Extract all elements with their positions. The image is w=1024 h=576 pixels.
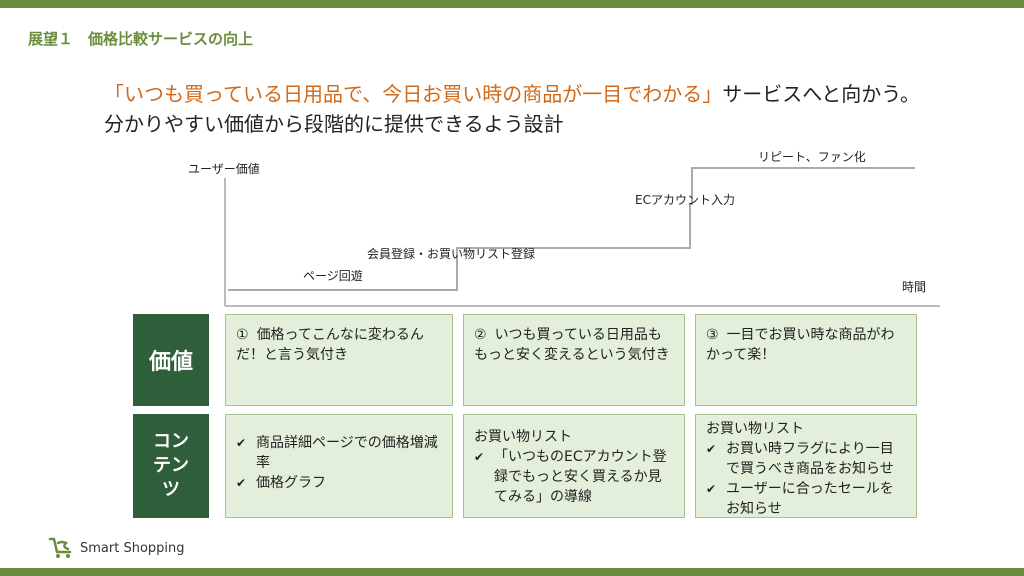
headline-subtitle: 分かりやすい価値から段階的に提供できるよう設計 xyxy=(104,112,564,136)
x-axis-label: 時間 xyxy=(902,280,926,294)
brand-name: Smart Shopping xyxy=(80,540,185,556)
headline-highlight: 「いつも買っている日用品で、今日お買い時の商品が一目でわかる」 xyxy=(104,82,723,106)
content-cell-2: お買い物リスト 「いつものECアカウント登録でもっと安く買えるか見てみる」の導線 xyxy=(463,414,685,518)
staircase-line xyxy=(228,167,915,291)
value-cell-number: ③ xyxy=(706,327,719,343)
content-cell-3: お買い物リスト お買い時フラグにより一目で買うべき商品をお知らせ ユーザーに合っ… xyxy=(695,414,917,518)
step-label-2: 会員登録・お買い物リスト登録 xyxy=(367,246,535,261)
step-label-1: ページ回遊 xyxy=(303,268,363,283)
row-label-contents: コンテンツ xyxy=(133,414,209,518)
content-item: 価格グラフ xyxy=(236,473,442,493)
headline: 「いつも買っている日用品で、今日お買い時の商品が一目でわかる」サービスへと向かう… xyxy=(104,80,920,108)
headline-rest: サービスへと向かう。 xyxy=(722,82,921,106)
bottom-accent-bar xyxy=(0,568,1024,576)
brand-logo: Smart Shopping xyxy=(48,536,185,560)
top-accent-bar xyxy=(0,0,1024,8)
y-axis-label: ユーザー価値 xyxy=(188,161,260,176)
smart-shopping-cart-logo-icon xyxy=(48,537,72,558)
value-cell-text: 一目でお買い時な商品がわかって楽！ xyxy=(706,327,895,363)
content-heading: お買い物リスト xyxy=(706,421,804,437)
content-list: お買い時フラグにより一目で買うべき商品をお知らせ ユーザーに合ったセールをお知ら… xyxy=(706,439,906,517)
value-cell-text: 価格ってこんなに変わるんだ！と言う気付き xyxy=(236,327,424,363)
section-title: 展望１ 価格比較サービスの向上 xyxy=(28,30,254,48)
step-label-3: ECアカウント入力 xyxy=(635,193,735,207)
content-heading: お買い物リスト xyxy=(474,429,572,445)
row-label-value: 価値 xyxy=(133,314,209,406)
content-list: 「いつものECアカウント登録でもっと安く買えるか見てみる」の導線 xyxy=(474,447,674,507)
content-cell-1: 商品詳細ページでの価格増減率 価格グラフ xyxy=(225,414,453,518)
value-cell-number: ① xyxy=(236,327,249,343)
content-list: 商品詳細ページでの価格増減率 価格グラフ xyxy=(236,433,442,493)
content-item: お買い時フラグにより一目で買うべき商品をお知らせ xyxy=(706,439,906,479)
content-item: ユーザーに合ったセールをお知らせ xyxy=(706,479,906,517)
content-item: 「いつものECアカウント登録でもっと安く買えるか見てみる」の導線 xyxy=(474,447,674,507)
value-staircase-diagram: ユーザー価値 時間 ページ回遊 会員登録・お買い物リスト登録 ECアカウント入力… xyxy=(188,150,940,307)
value-cell-text: いつも買っている日用品ももっと安く変えるという気付き xyxy=(474,327,670,363)
value-cell-number: ② xyxy=(474,327,487,343)
content-item: 商品詳細ページでの価格増減率 xyxy=(236,433,442,473)
step-label-4: リピート、ファン化 xyxy=(758,150,866,164)
